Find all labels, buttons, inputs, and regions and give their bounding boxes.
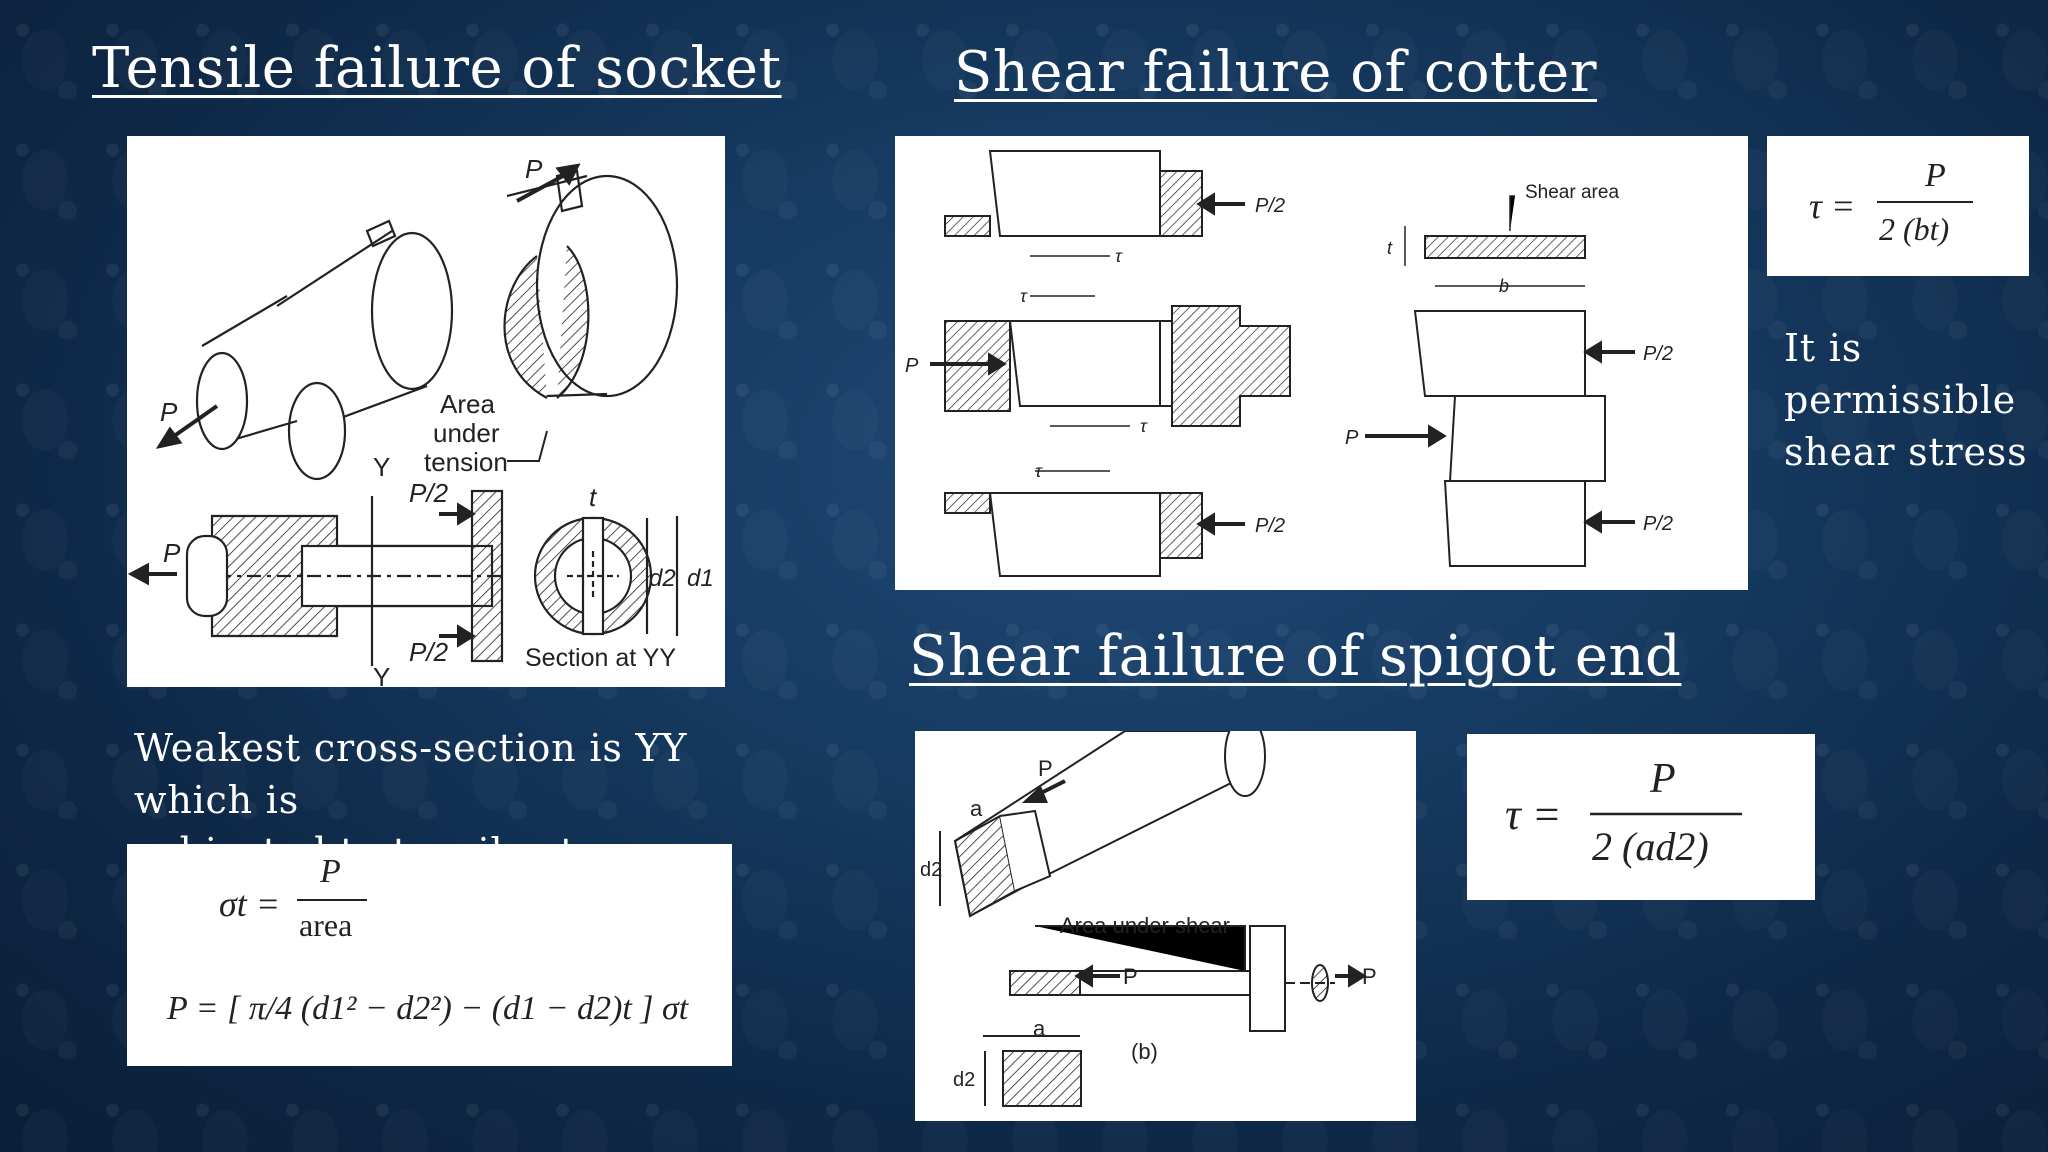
socket-label-area-3: tension [424, 447, 508, 477]
socket-label-p-top: P [525, 154, 543, 184]
socket-label-p-left: P [160, 397, 178, 427]
cotter-tau-lhs: τ = [1809, 186, 1855, 226]
cotter-tau-numerator: P [1924, 157, 1946, 194]
cotter-note-line-3: shear stress [1784, 430, 2028, 474]
spigot-label-p-top: P [1038, 756, 1053, 781]
socket-figure: P P P Area under tension Y [127, 136, 725, 687]
sigma-numerator: P [319, 853, 341, 890]
cotter-label-shear-area: Shear area [1525, 182, 1619, 203]
spigot-label-b: (b) [1131, 1039, 1158, 1064]
socket-formula: σt = P area P = [ π/4 (d1² − d2²) − (d1 … [127, 844, 732, 1066]
socket-label-d1: d1 [687, 565, 714, 592]
spigot-tau-denominator: 2 (ad2) [1592, 824, 1709, 869]
spigot-label-area: Area under shear [1060, 913, 1230, 938]
cotter-label-p2-right-1: P/2 [1643, 343, 1673, 365]
spigot-label-a-top: a [970, 796, 983, 821]
cotter-note-line-1: It is [1784, 326, 1863, 370]
socket-explanation-line-1: Weakest cross-section is YY which is [134, 726, 688, 822]
cotter-note-line-2: permissible [1784, 378, 2017, 422]
cotter-label-p2-top: P/2 [1255, 195, 1285, 217]
spigot-label-p-right: P [1362, 964, 1377, 989]
spigot-tau-numerator: P [1649, 756, 1676, 802]
cotter-label-p: P [905, 355, 919, 377]
cotter-label-b: b [1499, 276, 1509, 296]
load-equation: P = [ π/4 (d1² − d2²) − (d1 − d2)t ] σt [166, 990, 690, 1027]
spigot-label-d2-top: d2 [920, 859, 942, 881]
cotter-label-p-right: P [1345, 427, 1359, 449]
cotter-tau-denominator: 2 (bt) [1879, 211, 1949, 247]
heading-socket: Tensile failure of socket [92, 36, 782, 101]
cotter-label-tau-1: τ [1115, 246, 1123, 266]
socket-label-t: t [589, 482, 598, 512]
socket-label-y-top: Y [373, 452, 390, 482]
heading-cotter: Shear failure of cotter [954, 40, 1597, 105]
socket-label-p-bottom: P [163, 538, 181, 568]
socket-label-y-bottom: Y [373, 662, 390, 687]
cotter-label-tau-4: τ [1035, 461, 1043, 481]
cotter-figure: P/2 P/2 P τ τ τ τ Shear area t b P/2 P P… [895, 136, 1748, 590]
socket-label-p2-top: P/2 [409, 478, 449, 508]
spigot-figure: P P P a a d2 d2 Area under shear (b) [915, 731, 1416, 1121]
socket-label-d2: d2 [649, 565, 676, 592]
sigma-lhs: σt = [219, 884, 280, 924]
cotter-label-p2-bottom: P/2 [1255, 515, 1285, 537]
socket-label-p2-bottom: P/2 [409, 637, 449, 667]
spigot-label-a-bottom: a [1033, 1016, 1046, 1041]
cotter-label-p2-right-2: P/2 [1643, 513, 1673, 535]
socket-label-section: Section at YY [525, 644, 676, 672]
spigot-label-p-mid: P [1123, 964, 1138, 989]
cotter-note: It is permissible shear stress [1784, 322, 2034, 478]
cotter-formula: τ = P 2 (bt) [1767, 136, 2029, 276]
spigot-formula: τ = P 2 (ad2) [1467, 734, 1815, 900]
spigot-label-d2-bottom: d2 [953, 1069, 975, 1091]
cotter-label-tau-3: τ [1140, 416, 1148, 436]
socket-label-area-1: Area [440, 389, 495, 419]
spigot-tau-lhs: τ = [1505, 790, 1561, 839]
cotter-label-tau-2: τ [1020, 286, 1028, 306]
cotter-label-t: t [1387, 238, 1393, 258]
heading-spigot: Shear failure of spigot end [909, 624, 1682, 689]
socket-label-area-2: under [433, 418, 500, 448]
sigma-denominator: area [299, 907, 352, 943]
